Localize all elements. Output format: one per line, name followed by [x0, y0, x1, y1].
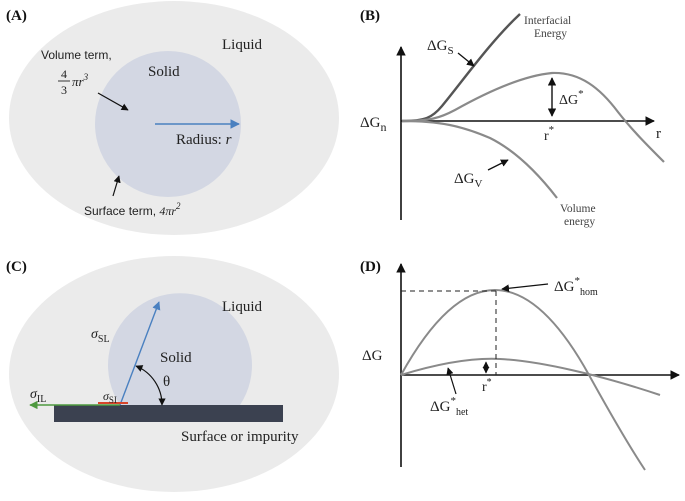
theta-label: θ	[163, 374, 170, 390]
d-y-axis-label: ΔG	[362, 348, 383, 364]
radius-label: Radius: r	[176, 132, 232, 148]
panel-c-label: (C)	[6, 259, 27, 275]
sigma-si-label: σSI	[103, 389, 117, 405]
liquid-label-c: Liquid	[222, 299, 262, 315]
panel-c: (C) Liquid Solid σSL θ σIL σSI Surface o…	[6, 256, 339, 492]
panel-b-label: (B)	[360, 8, 380, 24]
hom-pointer-arrow	[501, 283, 549, 293]
impurity-surface	[54, 405, 283, 422]
solid-label-c: Solid	[160, 350, 192, 366]
volume-expr: πr3	[72, 72, 89, 89]
b-x-axis-label: r	[656, 126, 661, 142]
panel-d: (D) ΔG ΔG*hom r* ΔG*het	[360, 259, 680, 471]
panel-a-label: (A)	[6, 8, 27, 24]
surface-term-label: Surface term, 4πr2	[84, 201, 181, 218]
sigma-il-label: σIL	[30, 387, 46, 405]
total-energy-curve	[401, 71, 665, 163]
volume-energy-curve	[401, 119, 558, 199]
surface-impurity-label: Surface or impurity	[181, 429, 299, 445]
d-rstar-label: r*	[482, 377, 492, 395]
gs-label: ΔGS	[427, 38, 454, 57]
liquid-label: Liquid	[222, 37, 262, 53]
rstar-label: r*	[544, 124, 554, 144]
gv-pointer-arrow	[487, 159, 509, 171]
heterogeneous-curve	[400, 357, 661, 396]
interfacial-energy-curve	[401, 13, 521, 123]
het-pointer-arrow	[446, 367, 457, 395]
homogeneous-curve	[400, 289, 646, 471]
gv-label: ΔGV	[454, 171, 482, 190]
panel-d-label: (D)	[360, 259, 381, 275]
volume-frac-den: 3	[61, 83, 67, 97]
gs-pointer-arrow	[457, 52, 475, 67]
hom-label: ΔG*hom	[554, 275, 598, 298]
contact-angle-arc	[135, 365, 166, 406]
volume-term-label: Volume term,	[41, 48, 112, 62]
gstar-label: ΔG*	[559, 88, 584, 108]
volume-pointer-arrow	[97, 92, 129, 111]
solid-label: Solid	[148, 64, 180, 80]
volume-frac-num: 4	[61, 67, 67, 81]
het-label: ΔG*het	[430, 395, 468, 418]
b-y-axis-label: ΔGn	[360, 115, 386, 134]
sigma-sl-label: σSL	[91, 327, 110, 345]
surface-pointer-arrow	[112, 175, 121, 197]
panel-a: (A) Liquid Solid Volume term, 4 3 πr3 Ra…	[6, 1, 339, 235]
sigma-sl-vector	[119, 301, 161, 406]
